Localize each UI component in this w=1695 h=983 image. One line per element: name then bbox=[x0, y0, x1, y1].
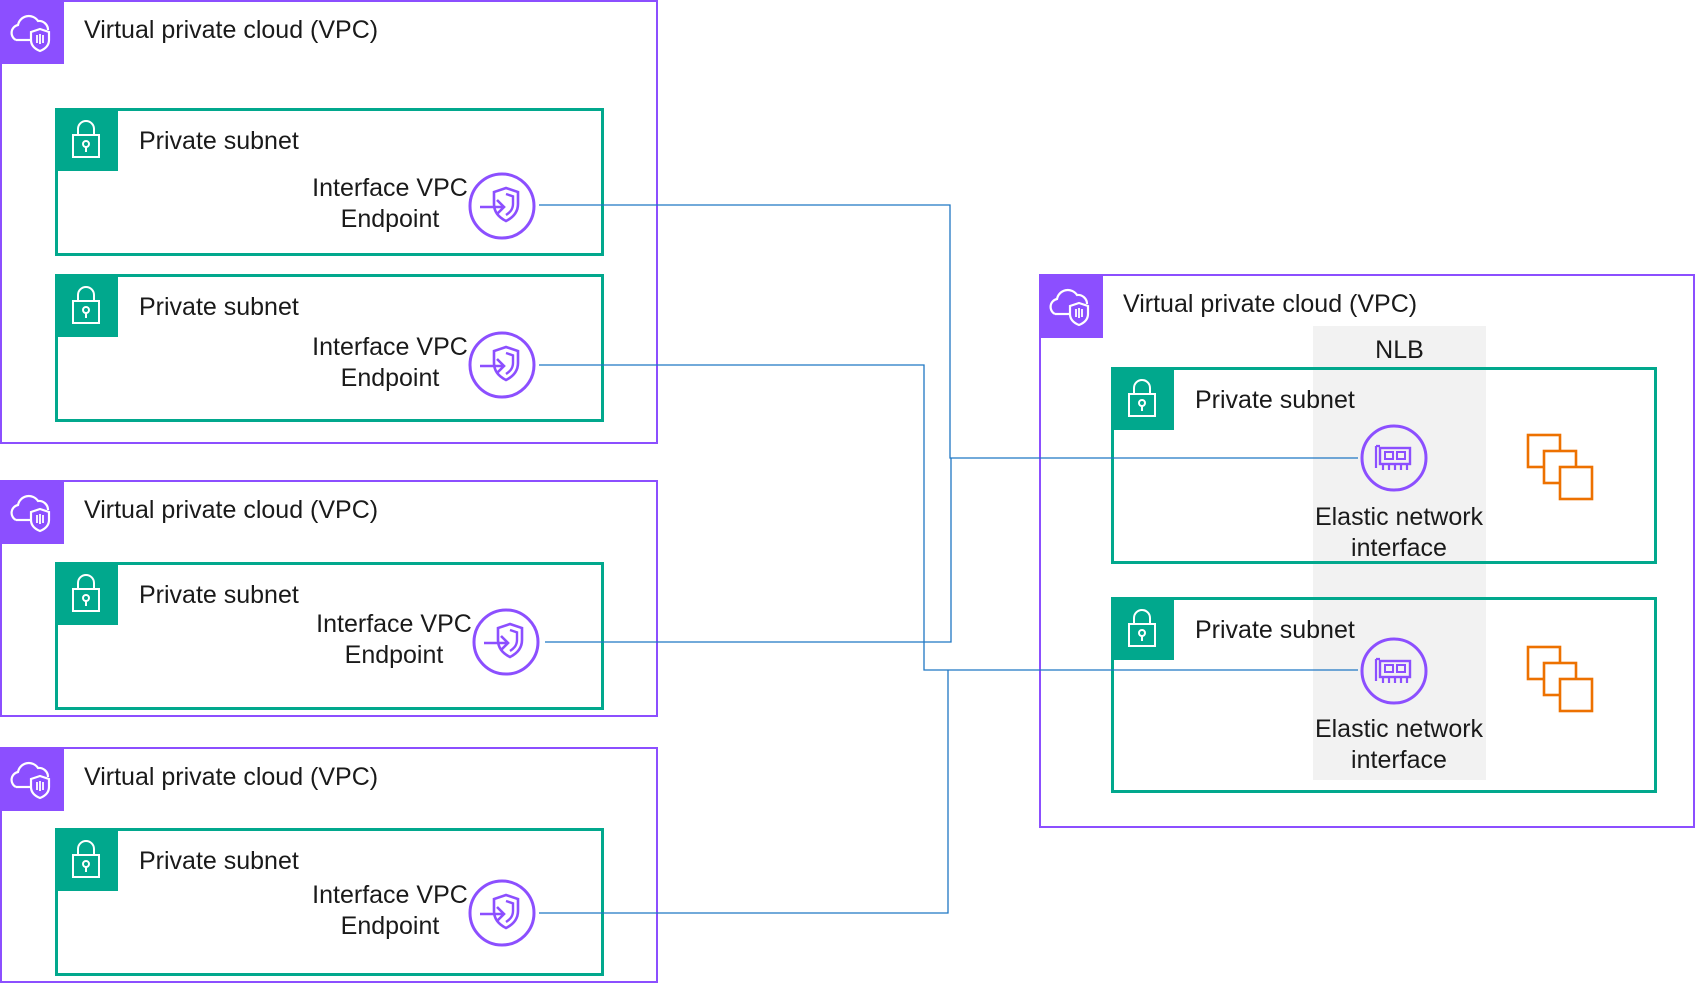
interface-vpc-endpoint-icon bbox=[470, 606, 542, 683]
padlock-icon bbox=[55, 108, 118, 171]
nlb-label: NLB bbox=[1375, 336, 1424, 364]
vpc-icon bbox=[0, 0, 64, 64]
eni-label: Elastic network interface bbox=[1314, 503, 1484, 562]
interface-vpc-endpoint-icon bbox=[466, 170, 538, 247]
subnet-2: Private subnet bbox=[55, 274, 604, 422]
endpoint-label: Interface VPC Endpoint bbox=[312, 333, 468, 392]
vpc-title: Virtual private cloud (VPC) bbox=[84, 763, 379, 791]
interface-vpc-endpoint-icon bbox=[466, 329, 538, 406]
padlock-icon bbox=[55, 828, 118, 891]
subnet-title: Private subnet bbox=[1195, 386, 1355, 414]
vpc-icon bbox=[1039, 274, 1103, 338]
vpc-2: Virtual private cloud (VPC) bbox=[0, 480, 658, 717]
vpc-icon bbox=[0, 480, 64, 544]
subnet-title: Private subnet bbox=[139, 581, 299, 609]
padlock-icon bbox=[1111, 597, 1174, 660]
endpoint-label: Interface VPC Endpoint bbox=[312, 174, 468, 233]
elastic-network-interface-icon bbox=[1358, 422, 1430, 499]
padlock-icon bbox=[55, 562, 118, 625]
subnet-title: Private subnet bbox=[139, 293, 299, 321]
subnet-4: Private subnet bbox=[55, 828, 604, 976]
endpoint-label: Interface VPC Endpoint bbox=[316, 610, 472, 669]
vpc-title: Virtual private cloud (VPC) bbox=[84, 496, 379, 524]
vpc-title: Virtual private cloud (VPC) bbox=[84, 16, 379, 44]
elastic-network-interface-icon bbox=[1358, 635, 1430, 712]
subnet-1: Private subnet bbox=[55, 108, 604, 256]
eni-label: Elastic network interface bbox=[1314, 715, 1484, 774]
vpc-title: Virtual private cloud (VPC) bbox=[1123, 290, 1418, 318]
vpc-icon bbox=[0, 747, 64, 811]
ec2-instances-icon bbox=[1526, 433, 1598, 508]
padlock-icon bbox=[1111, 367, 1174, 430]
interface-vpc-endpoint-icon bbox=[466, 877, 538, 954]
ec2-instances-icon bbox=[1526, 645, 1598, 720]
subnet-title: Private subnet bbox=[139, 847, 299, 875]
padlock-icon bbox=[55, 274, 118, 337]
subnet-title: Private subnet bbox=[1195, 616, 1355, 644]
subnet-title: Private subnet bbox=[139, 127, 299, 155]
endpoint-label: Interface VPC Endpoint bbox=[312, 881, 468, 940]
